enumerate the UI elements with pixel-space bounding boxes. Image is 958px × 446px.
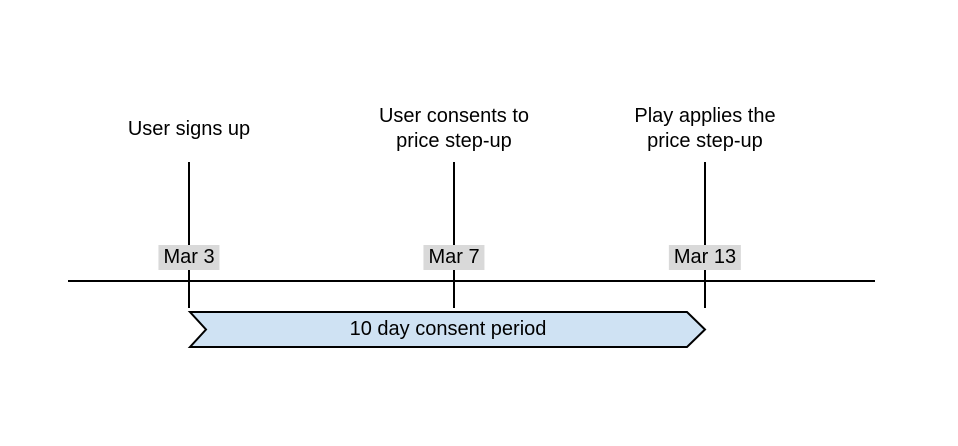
milestone-date-badge: Mar 7 (423, 245, 485, 270)
milestone-title: User signs up (127, 117, 251, 140)
milestone-tick-line (704, 162, 706, 308)
milestone-title: User consents to price step-up (378, 105, 530, 152)
milestone-date-badge: Mar 13 (668, 245, 742, 270)
timeline-axis-line (68, 280, 875, 282)
milestone-date-badge: Mar 3 (158, 245, 220, 270)
consent-period-label: 10 day consent period (349, 318, 547, 340)
milestone-tick-line (453, 162, 455, 308)
consent-period-arrow (187, 311, 707, 348)
milestone-title: Play applies the price step-up (634, 105, 776, 152)
milestone-tick-line (188, 162, 190, 308)
consent-period-arrow-shape (187, 311, 707, 348)
